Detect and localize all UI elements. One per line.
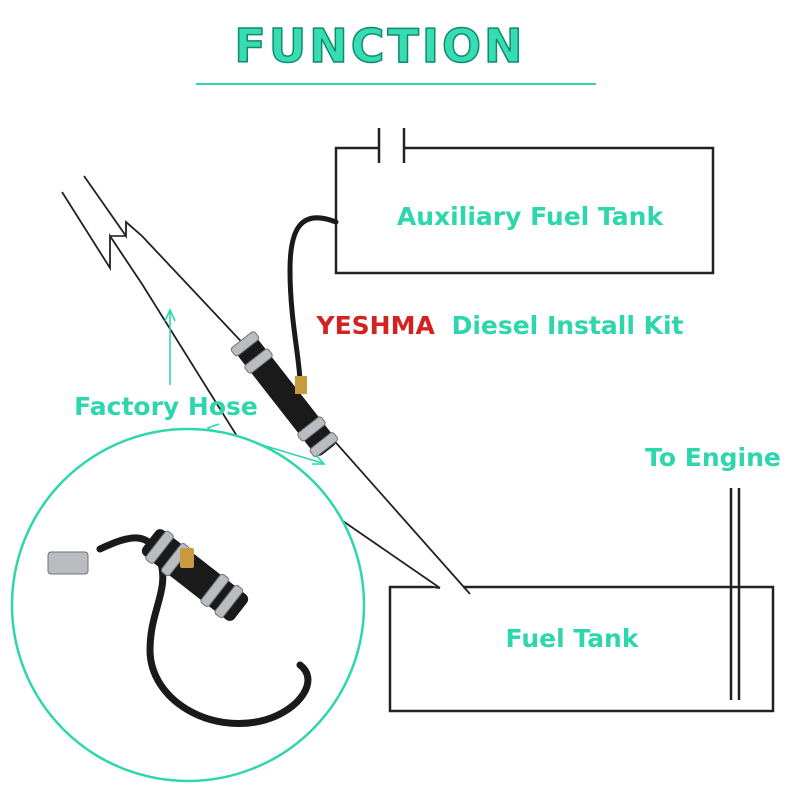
brass-fitting [295, 376, 307, 394]
kit-name-text: Diesel Install Kit [452, 311, 684, 340]
inset-brass-fitting [180, 548, 194, 568]
kit-brand-text: YESHMA [316, 311, 436, 340]
hose-end-fitting [47, 551, 89, 575]
auxiliary-hose [287, 215, 339, 386]
engine-pipe [729, 488, 741, 700]
auxiliary-fuel-tank-label: Auxiliary Fuel Tank [397, 202, 665, 231]
product-photo-inset [10, 427, 366, 783]
factory-hose-label: Factory Hose [74, 392, 258, 421]
fuel-tank-label: Fuel Tank [506, 624, 640, 653]
install-kit-fitting [230, 331, 338, 458]
to-engine-label: To Engine [645, 443, 781, 472]
page-title: FUNCTION [234, 19, 525, 73]
fuel-tank [388, 585, 775, 713]
install-kit-label: YESHMA Diesel Install Kit [316, 311, 684, 340]
auxiliary-fuel-tank [334, 128, 715, 275]
